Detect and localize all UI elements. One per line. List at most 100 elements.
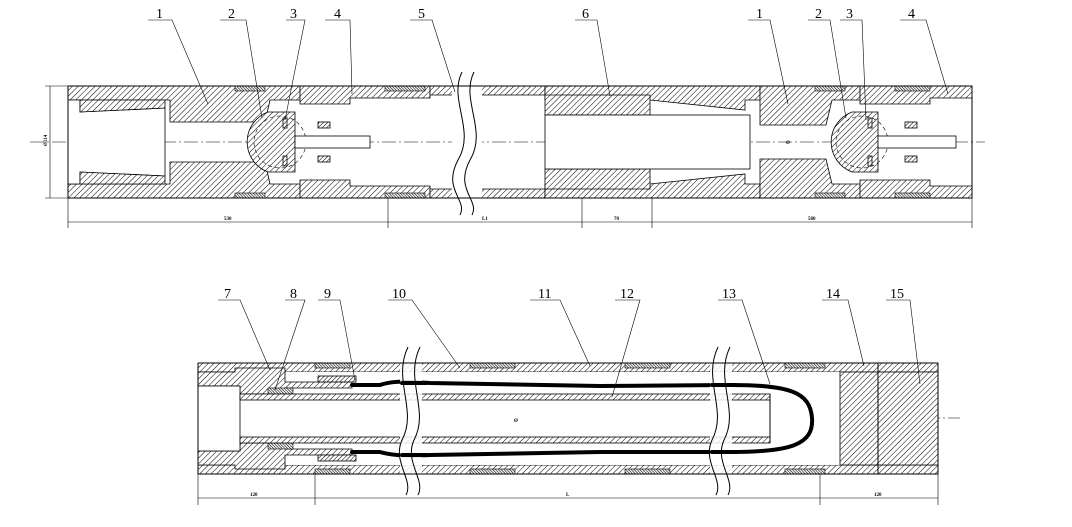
bottom-bot-thread-c <box>624 468 671 475</box>
top-right-sleeve-thread-upper <box>894 85 931 92</box>
top-label-1a: 1 <box>156 7 163 22</box>
top-length-gap: 70 <box>614 217 620 222</box>
bottom-bot-thread-d <box>784 468 826 475</box>
bottom-bot-thread-b <box>469 468 516 475</box>
top-leader-3b <box>840 19 867 121</box>
bottom-leader-11 <box>530 299 591 367</box>
bottom-label-14: 14 <box>826 287 840 302</box>
bottom-leader-7 <box>218 299 271 371</box>
top-left-thread-lower <box>234 192 266 199</box>
top-left-spring-a <box>317 121 331 129</box>
bottom-label-15: 15 <box>890 287 904 302</box>
bottom-length-left: 120 <box>250 493 258 498</box>
top-tube-lower <box>429 188 546 199</box>
top-right-spring-a <box>904 121 918 129</box>
top-left-thread-upper <box>234 85 266 92</box>
top-part-labels: 1 2 3 4 5 6 1 2 3 4 <box>156 7 915 22</box>
top-bore-left: Ø <box>786 141 790 146</box>
bottom-length-right: 120 <box>874 493 882 498</box>
top-break-line-b <box>464 71 477 216</box>
top-left-seal-b <box>282 155 288 167</box>
top-left-taper-wall-upper <box>79 99 166 113</box>
bottom-leader-12 <box>611 299 641 398</box>
bottom-end-bore <box>197 385 241 452</box>
bottom-leader-8 <box>274 299 306 391</box>
top-leader-1a <box>148 19 209 105</box>
top-label-2a: 2 <box>228 7 235 22</box>
top-label-5: 5 <box>418 7 425 22</box>
bottom-cable-gap-a <box>400 381 428 457</box>
top-leader-1b <box>748 19 789 105</box>
top-assembly-view: Ø114 Ø 530 L1 70 580 1 2 3 4 <box>30 7 985 228</box>
top-left-pin <box>294 135 371 149</box>
bottom-break-a1 <box>398 346 409 496</box>
top-left-spring-b <box>317 155 331 163</box>
bottom-length-middle: L <box>566 493 570 498</box>
top-leader-3a <box>284 19 306 121</box>
top-right-pin <box>877 135 957 149</box>
top-mid-coupling-body-lower <box>544 168 651 190</box>
top-mid-bore <box>544 114 751 170</box>
top-length-left: 530 <box>224 217 232 222</box>
top-right-thread-upper <box>814 85 846 92</box>
top-right-thread-lower <box>814 192 846 199</box>
top-leader-4b <box>900 19 949 95</box>
bottom-leader-15 <box>886 299 921 385</box>
bottom-seal-9-upper <box>317 375 357 383</box>
top-right-seal-a <box>867 117 873 129</box>
bottom-cable-gap-b <box>710 383 738 454</box>
bottom-thread-8-upper <box>267 387 294 395</box>
top-outer-diameter: Ø114 <box>44 134 49 146</box>
bottom-leader-9 <box>318 299 356 381</box>
top-label-3b: 3 <box>846 7 853 22</box>
top-leader-4a <box>325 19 353 95</box>
bottom-assembly-view: Ø 120 L 120 <box>197 287 960 505</box>
top-left-taper <box>67 99 166 185</box>
top-length-middle: L1 <box>482 217 488 222</box>
top-left-sleeve-thread-lower <box>384 192 426 199</box>
bottom-break-b2 <box>720 346 731 496</box>
top-label-4b: 4 <box>908 7 915 22</box>
top-leader-2b <box>808 19 847 119</box>
bottom-end-plug <box>839 371 939 466</box>
top-label-2b: 2 <box>815 7 822 22</box>
bottom-outer-wall-lower <box>197 464 939 475</box>
bottom-outer-wall-upper <box>197 362 939 373</box>
top-left-sleeve-thread-upper <box>384 85 426 92</box>
top-right-spring-b <box>904 155 918 163</box>
top-leader-2a <box>220 19 263 119</box>
bottom-bot-thread-a <box>314 468 351 475</box>
bottom-leader-13 <box>718 299 771 385</box>
top-leader-6 <box>575 19 611 97</box>
top-mid-coupling-body-upper <box>544 94 651 116</box>
bottom-label-9: 9 <box>324 287 331 302</box>
top-right-sleeve-thread-lower <box>894 192 931 199</box>
bottom-label-8: 8 <box>290 287 297 302</box>
bottom-seal-9-lower <box>317 454 357 462</box>
bottom-label-13: 13 <box>722 287 736 302</box>
bottom-top-thread-d <box>784 362 826 369</box>
top-right-seal-b <box>867 155 873 167</box>
top-label-3a: 3 <box>290 7 297 22</box>
top-left-seal-a <box>282 117 288 129</box>
top-label-4a: 4 <box>334 7 341 22</box>
top-leader-5 <box>410 19 456 93</box>
bottom-leader-14 <box>822 299 865 367</box>
bottom-leaders <box>218 299 921 398</box>
bottom-leader-10 <box>388 299 461 369</box>
bottom-label-12: 12 <box>620 287 634 302</box>
bottom-break-gap-b-fill <box>710 345 732 495</box>
top-right-ball <box>830 111 879 173</box>
bottom-part-labels: 7 8 9 10 11 12 13 14 15 <box>224 287 904 302</box>
top-break-line-a <box>452 71 465 216</box>
bottom-inner-pipe-upper <box>239 393 771 401</box>
bottom-break-gap-a-fill <box>400 345 422 495</box>
top-label-1b: 1 <box>756 7 763 22</box>
top-left-taper-wall-lower <box>79 171 166 185</box>
top-label-6: 6 <box>582 7 589 22</box>
bottom-inner-pipe-lower <box>239 436 771 444</box>
top-leaders <box>148 19 949 121</box>
bottom-bore: Ø <box>514 419 518 424</box>
bottom-break-b1 <box>708 346 719 496</box>
